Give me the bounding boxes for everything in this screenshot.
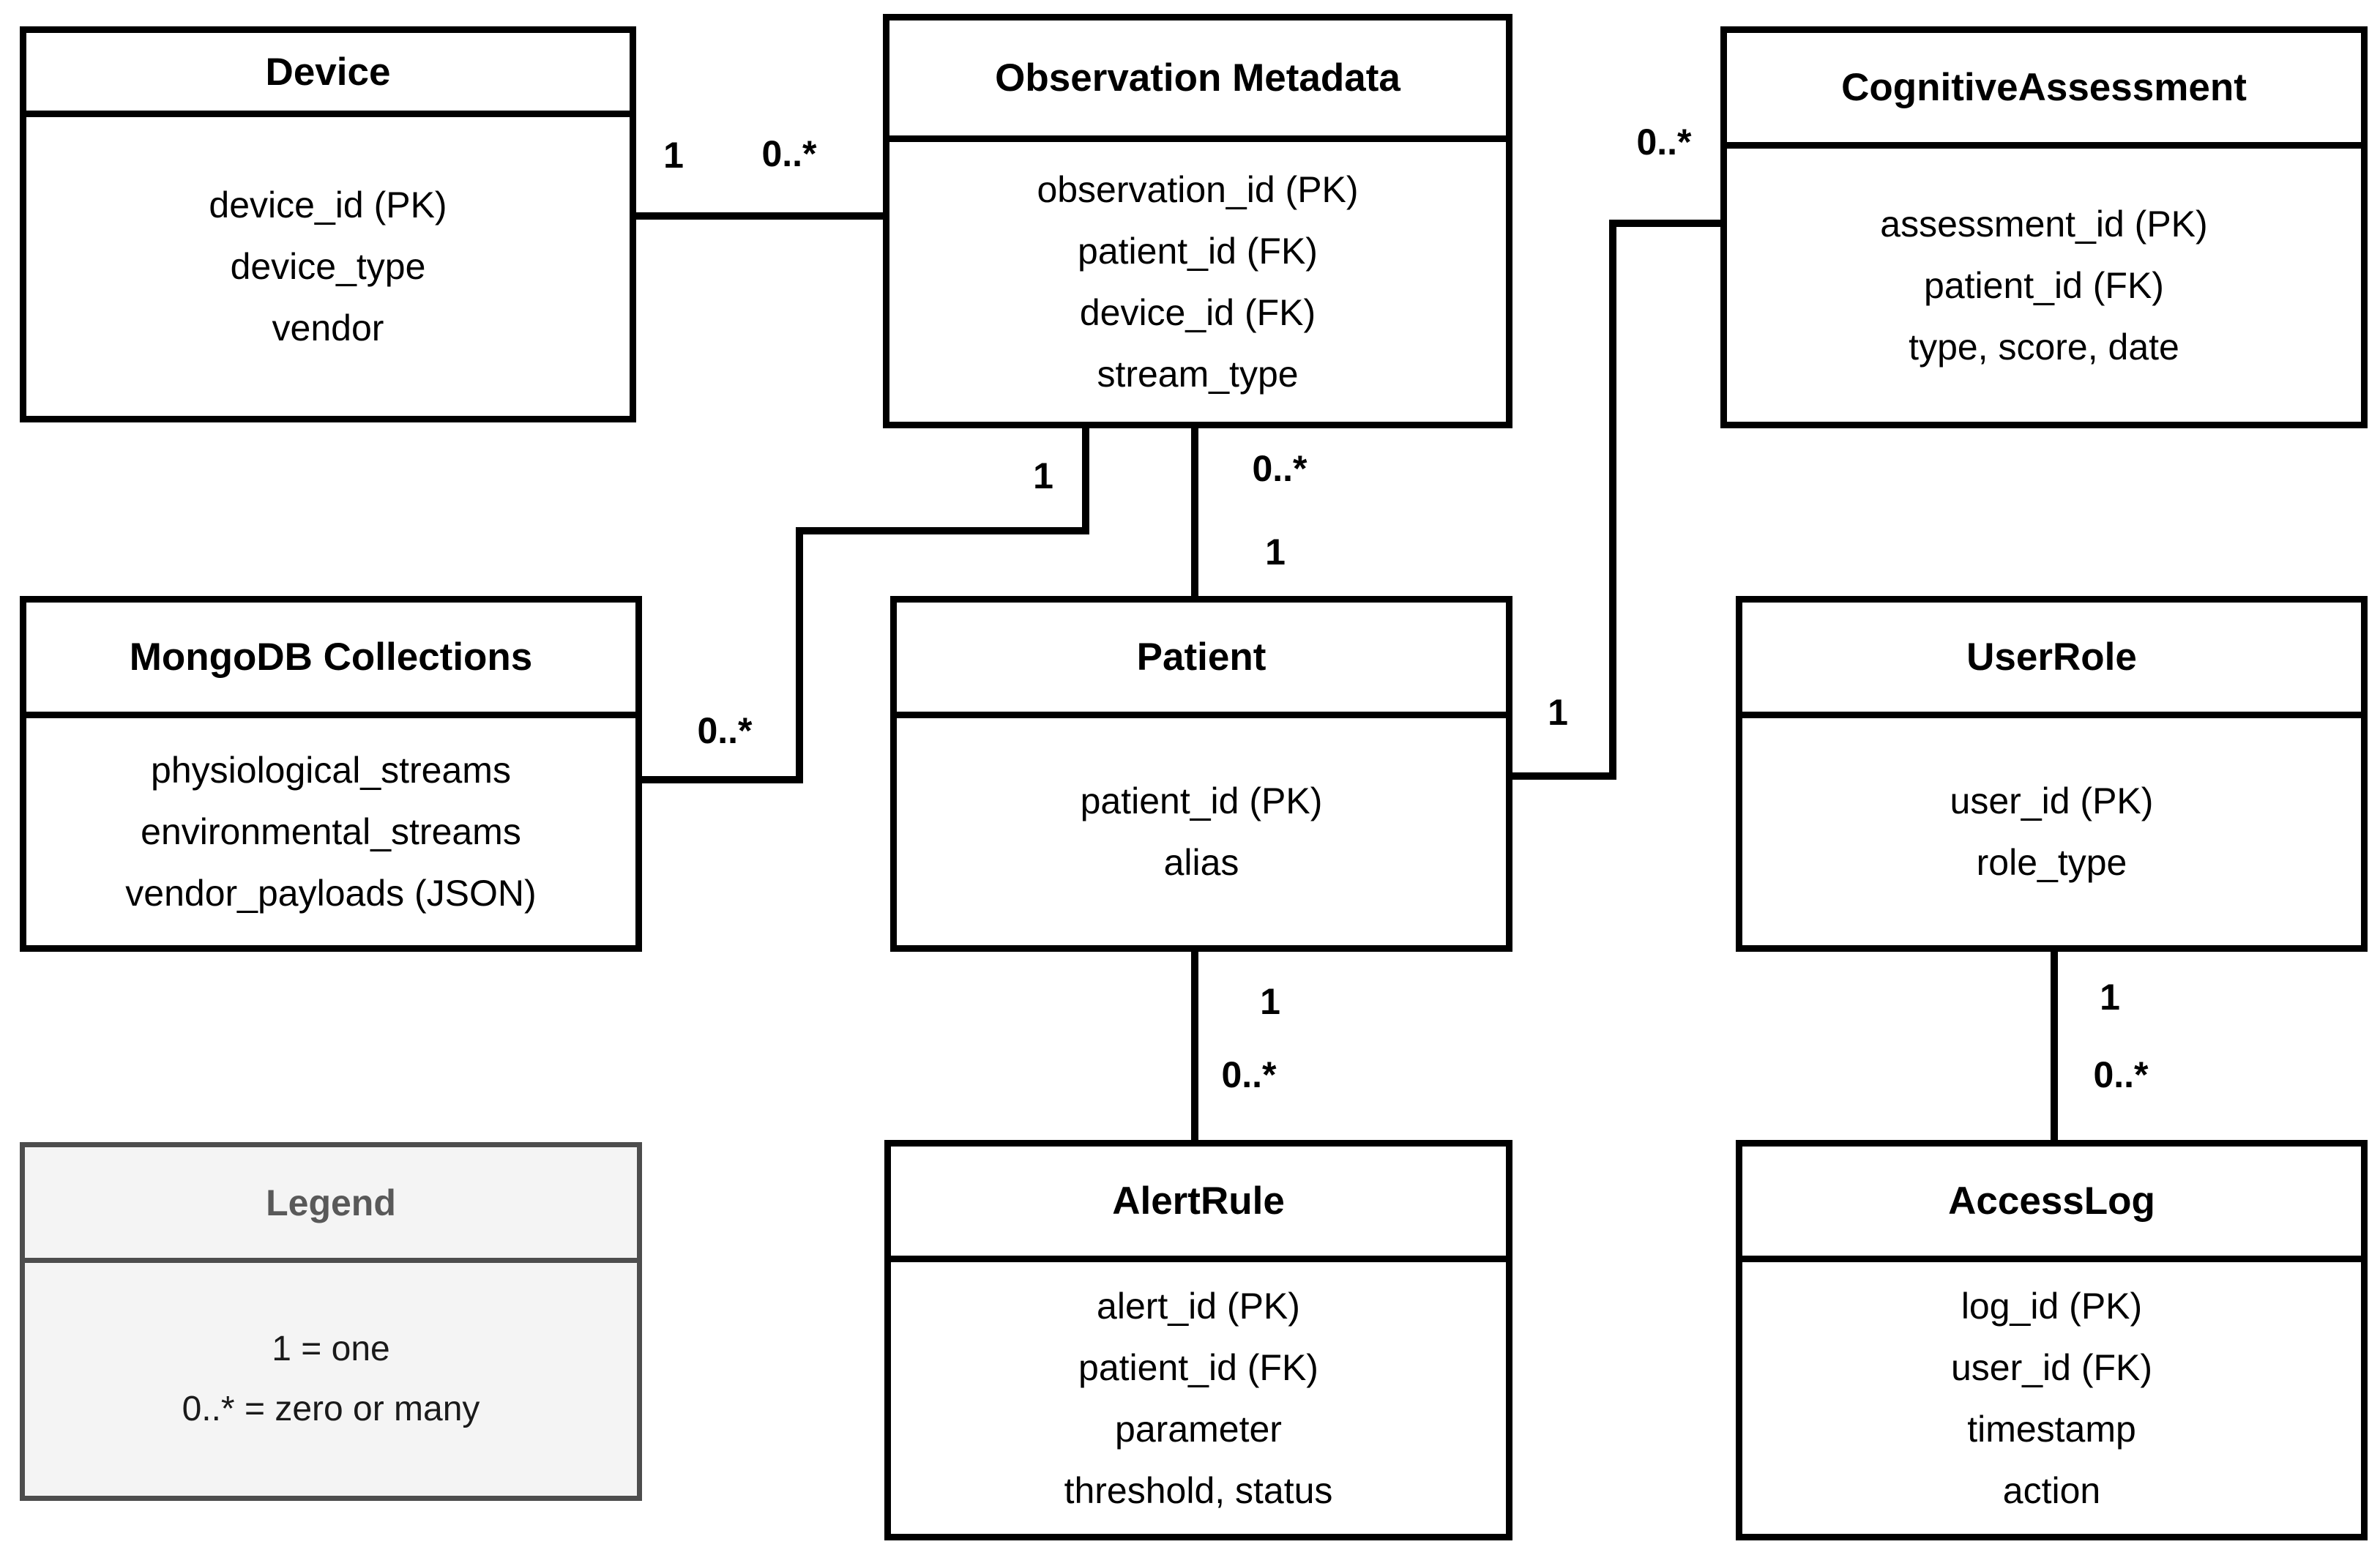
multiplicity-label: 1 — [663, 135, 684, 176]
field: vendor_payloads (JSON) — [125, 873, 537, 914]
multiplicity-label: 0..* — [2093, 1054, 2149, 1095]
connector-observation-mongodb — [642, 428, 1089, 783]
legend-line: 0..* = zero or many — [182, 1390, 480, 1428]
multiplicity-label: 1 — [2100, 977, 2120, 1018]
entity-fields: device_id (PK) device_type vendor — [26, 117, 630, 416]
field: patient_id (FK) — [1924, 264, 2164, 306]
entity-access-log: AccessLog log_id (PK) user_id (FK) times… — [1736, 1140, 2368, 1540]
field: type, score, date — [1909, 326, 2179, 368]
field: device_id (FK) — [1079, 292, 1316, 333]
multiplicity-label: 0..* — [1252, 448, 1307, 489]
entity-title: Device — [26, 33, 630, 117]
field: role_type — [1976, 842, 2127, 883]
multiplicity-label: 1 — [1260, 981, 1280, 1022]
entity-title: CognitiveAssessment — [1727, 33, 2361, 149]
entity-device: Device device_id (PK) device_type vendor — [20, 26, 636, 422]
entity-title: Patient — [897, 603, 1506, 718]
legend-line: 1 = one — [272, 1330, 390, 1369]
field: timestamp — [1967, 1408, 2136, 1450]
field: log_id (PK) — [1961, 1285, 2143, 1327]
field: parameter — [1115, 1408, 1282, 1450]
legend-body: 1 = one 0..* = zero or many — [25, 1263, 637, 1496]
entity-alert-rule: AlertRule alert_id (PK) patient_id (FK) … — [884, 1140, 1512, 1540]
field: device_id (PK) — [209, 184, 447, 225]
connector-patient-cognitiveassessment — [1512, 220, 1720, 780]
entity-user-role: UserRole user_id (PK) role_type — [1736, 596, 2368, 952]
multiplicity-label: 1 — [1265, 532, 1286, 573]
entity-cognitive-assessment: CognitiveAssessment assessment_id (PK) p… — [1720, 26, 2368, 428]
multiplicity-label: 0..* — [1636, 122, 1692, 163]
entity-fields: patient_id (PK) alias — [897, 718, 1506, 945]
field: device_type — [230, 246, 426, 287]
field: alias — [1163, 842, 1239, 883]
field: patient_id (FK) — [1078, 1346, 1318, 1388]
field: observation_id (PK) — [1037, 169, 1359, 210]
entity-observation-metadata: Observation Metadata observation_id (PK)… — [883, 14, 1512, 428]
field: patient_id (FK) — [1078, 231, 1318, 272]
entity-fields: assessment_id (PK) patient_id (FK) type,… — [1727, 149, 2361, 422]
multiplicity-label: 1 — [1548, 692, 1568, 733]
field: alert_id (PK) — [1097, 1285, 1300, 1327]
field: user_id (PK) — [1950, 780, 2154, 821]
entity-title: MongoDB Collections — [26, 603, 635, 718]
field: patient_id (PK) — [1080, 780, 1323, 821]
field: action — [2002, 1469, 2101, 1511]
multiplicity-label: 1 — [1033, 455, 1053, 496]
entity-title: AccessLog — [1742, 1147, 2361, 1262]
multiplicity-label: 0..* — [761, 133, 817, 174]
legend-title: Legend — [25, 1147, 637, 1263]
field: physiological_streams — [151, 750, 511, 791]
field: threshold, status — [1064, 1469, 1333, 1511]
legend: Legend 1 = one 0..* = zero or many — [20, 1142, 642, 1501]
entity-fields: alert_id (PK) patient_id (FK) parameter … — [891, 1262, 1506, 1534]
field: user_id (FK) — [1950, 1346, 2153, 1388]
multiplicity-label: 0..* — [1221, 1054, 1277, 1095]
entity-fields: log_id (PK) user_id (FK) timestamp actio… — [1742, 1262, 2361, 1534]
field: environmental_streams — [141, 811, 521, 852]
field: vendor — [272, 307, 384, 348]
entity-mongodb-collections: MongoDB Collections physiological_stream… — [20, 596, 642, 952]
entity-fields: observation_id (PK) patient_id (FK) devi… — [889, 142, 1506, 422]
field: assessment_id (PK) — [1880, 203, 2208, 245]
entity-title: AlertRule — [891, 1147, 1506, 1262]
entity-fields: physiological_streams environmental_stre… — [26, 718, 635, 945]
multiplicity-label: 0..* — [697, 710, 753, 751]
entity-title: Observation Metadata — [889, 20, 1506, 142]
entity-fields: user_id (PK) role_type — [1742, 718, 2361, 945]
entity-title: UserRole — [1742, 603, 2361, 718]
entity-patient: Patient patient_id (PK) alias — [890, 596, 1512, 952]
field: stream_type — [1097, 354, 1299, 395]
